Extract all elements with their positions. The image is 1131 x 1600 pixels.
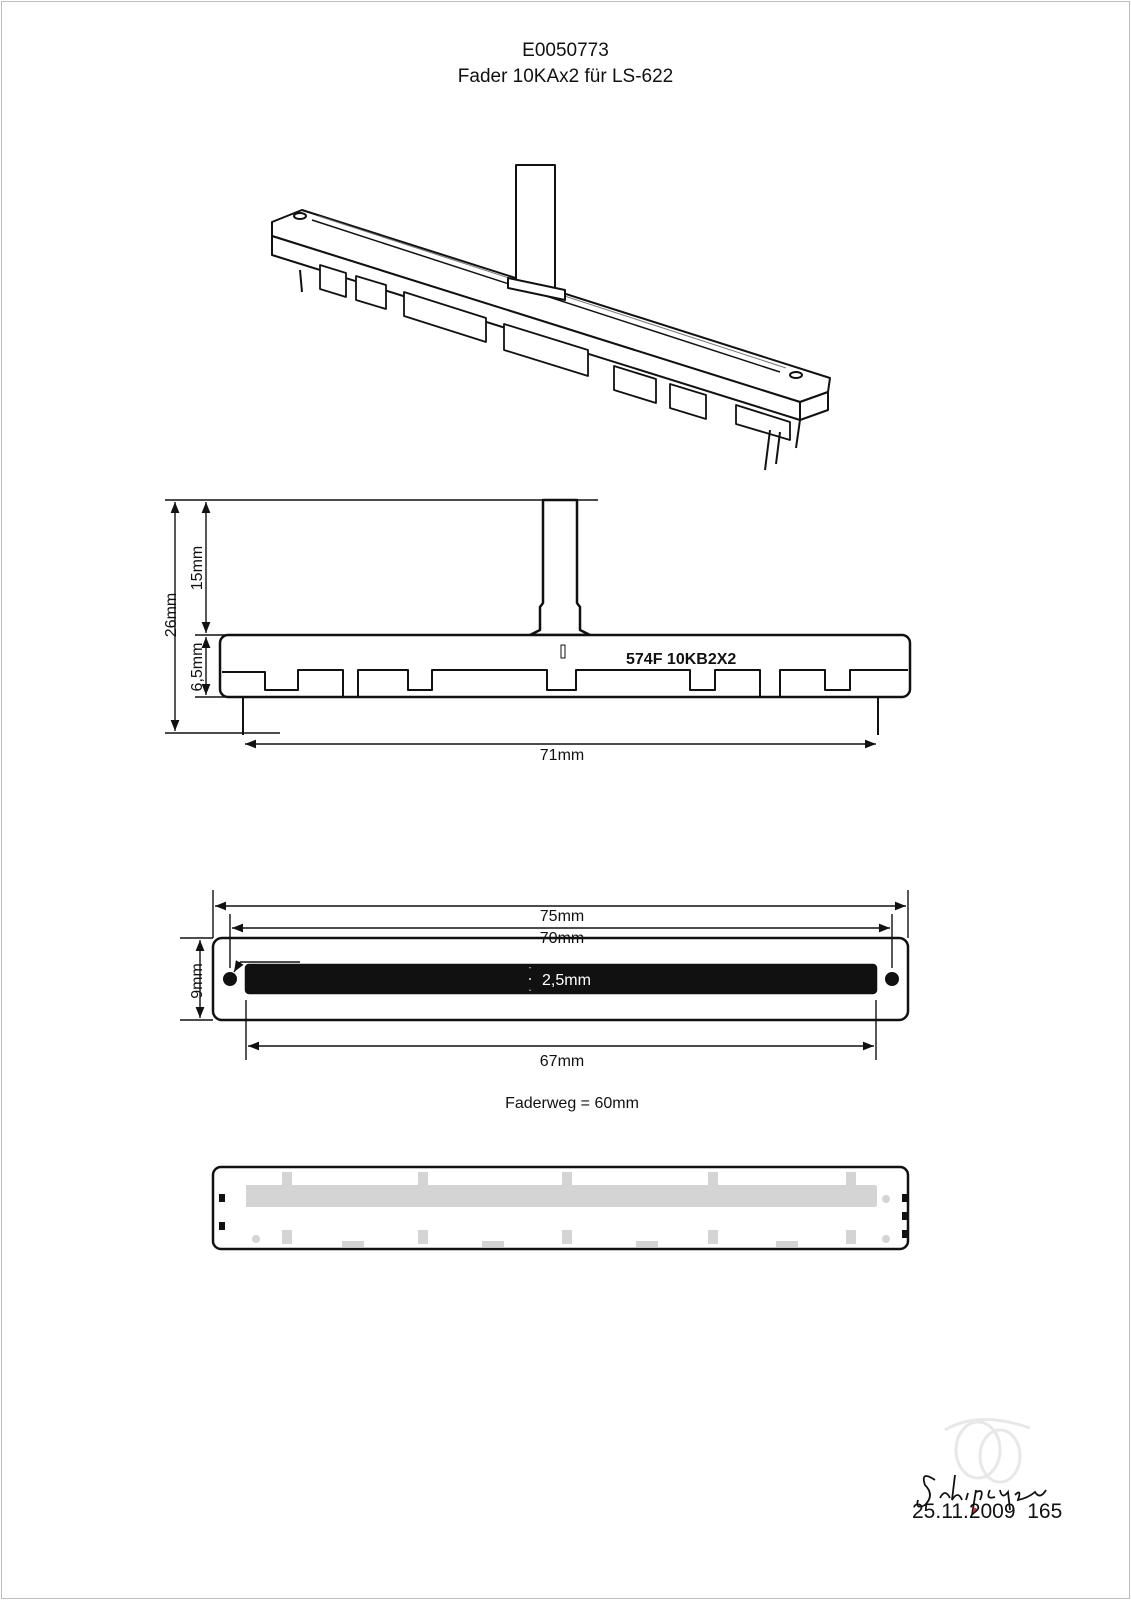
signature [916, 1474, 1047, 1516]
dim-total-height: 26mm [163, 593, 180, 637]
dim-slot-width: 2,5mm [542, 972, 591, 989]
side-view [218, 498, 912, 735]
page-code: 165 [1027, 1500, 1063, 1523]
drawing-date: 25.11.2009 [912, 1500, 1016, 1523]
part-number: E0050773 [522, 40, 609, 61]
signature-dot [973, 1508, 977, 1512]
dim-slot-length: 67mm [540, 1053, 584, 1070]
dim-width: 9mm [189, 963, 206, 999]
dim-length: 75mm [540, 908, 584, 925]
drawing-date-line: 25.11.2009 165 [912, 1500, 1062, 1524]
dim-hole-spacing: 70mm [540, 930, 584, 947]
dim-pin-spacing: 71mm [540, 747, 584, 764]
dim-shaft-height: 15mm [189, 546, 206, 590]
screw-label: M2 [258, 964, 280, 981]
side-dimensions [165, 499, 876, 749]
theatre-masks-watermark [944, 1418, 1031, 1484]
bottom-view [211, 1165, 910, 1251]
dim-body-height: 6,5mm [189, 643, 206, 692]
top-view [211, 936, 910, 1022]
isometric-view [271, 164, 831, 471]
part-marking: 574F 10KB2X2 [626, 651, 736, 668]
top-dimensions [180, 890, 909, 1060]
fader-travel: Faderweg = 60mm [505, 1095, 639, 1112]
part-description: Fader 10KAx2 für LS-622 [457, 66, 674, 87]
